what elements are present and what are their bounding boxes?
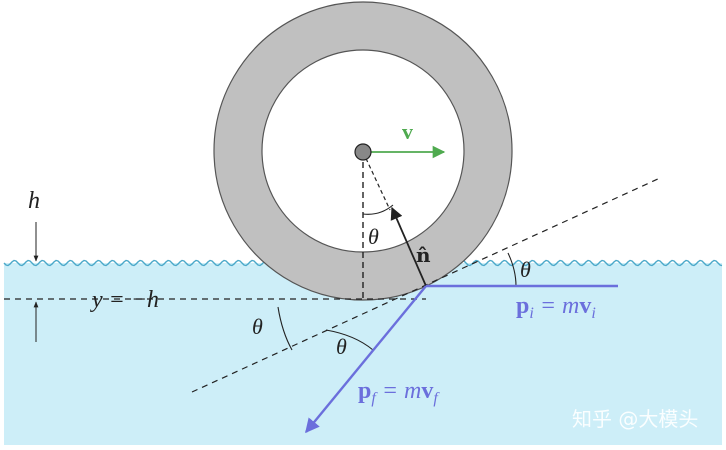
p-i-subscript: i — [529, 305, 533, 322]
label-n-hat: n̂ — [416, 243, 431, 267]
label-initial-momentum: pi = mvi — [516, 293, 596, 322]
final-momentum-arrow — [305, 285, 427, 434]
v-f-symbol: v — [421, 378, 433, 404]
p-f-symbol: p — [358, 378, 371, 404]
v-f-subscript: f — [433, 390, 440, 407]
normal-vector-arrow — [390, 206, 427, 287]
watermark-text: 知乎 @大模头 — [572, 407, 698, 431]
p-i-equals-m: = m — [534, 293, 580, 319]
label-h: h — [28, 188, 40, 214]
ring-center-dot — [354, 143, 372, 161]
angle-arc-lower — [325, 329, 374, 351]
dashed-center-to-contact — [362, 151, 391, 211]
label-y-equals-minus-h: y = −h — [90, 287, 159, 313]
p-i-symbol: p — [516, 293, 529, 319]
label-theta-left: θ — [252, 314, 263, 339]
v-i-subscript: i — [591, 305, 595, 322]
angle-arc-left — [277, 306, 293, 351]
label-v: v — [402, 119, 413, 144]
angle-arc-top — [362, 204, 394, 215]
p-f-equals-m: = m — [376, 378, 422, 404]
ring-wheel — [213, 1, 513, 301]
label-theta-lower: θ — [336, 334, 347, 359]
label-theta-top: θ — [368, 224, 379, 249]
angle-arc-right — [507, 252, 517, 287]
label-theta-right: θ — [520, 257, 531, 282]
label-final-momentum: pf = mvf — [358, 378, 440, 407]
v-i-symbol: v — [579, 293, 591, 319]
p-f-subscript: f — [371, 390, 378, 407]
